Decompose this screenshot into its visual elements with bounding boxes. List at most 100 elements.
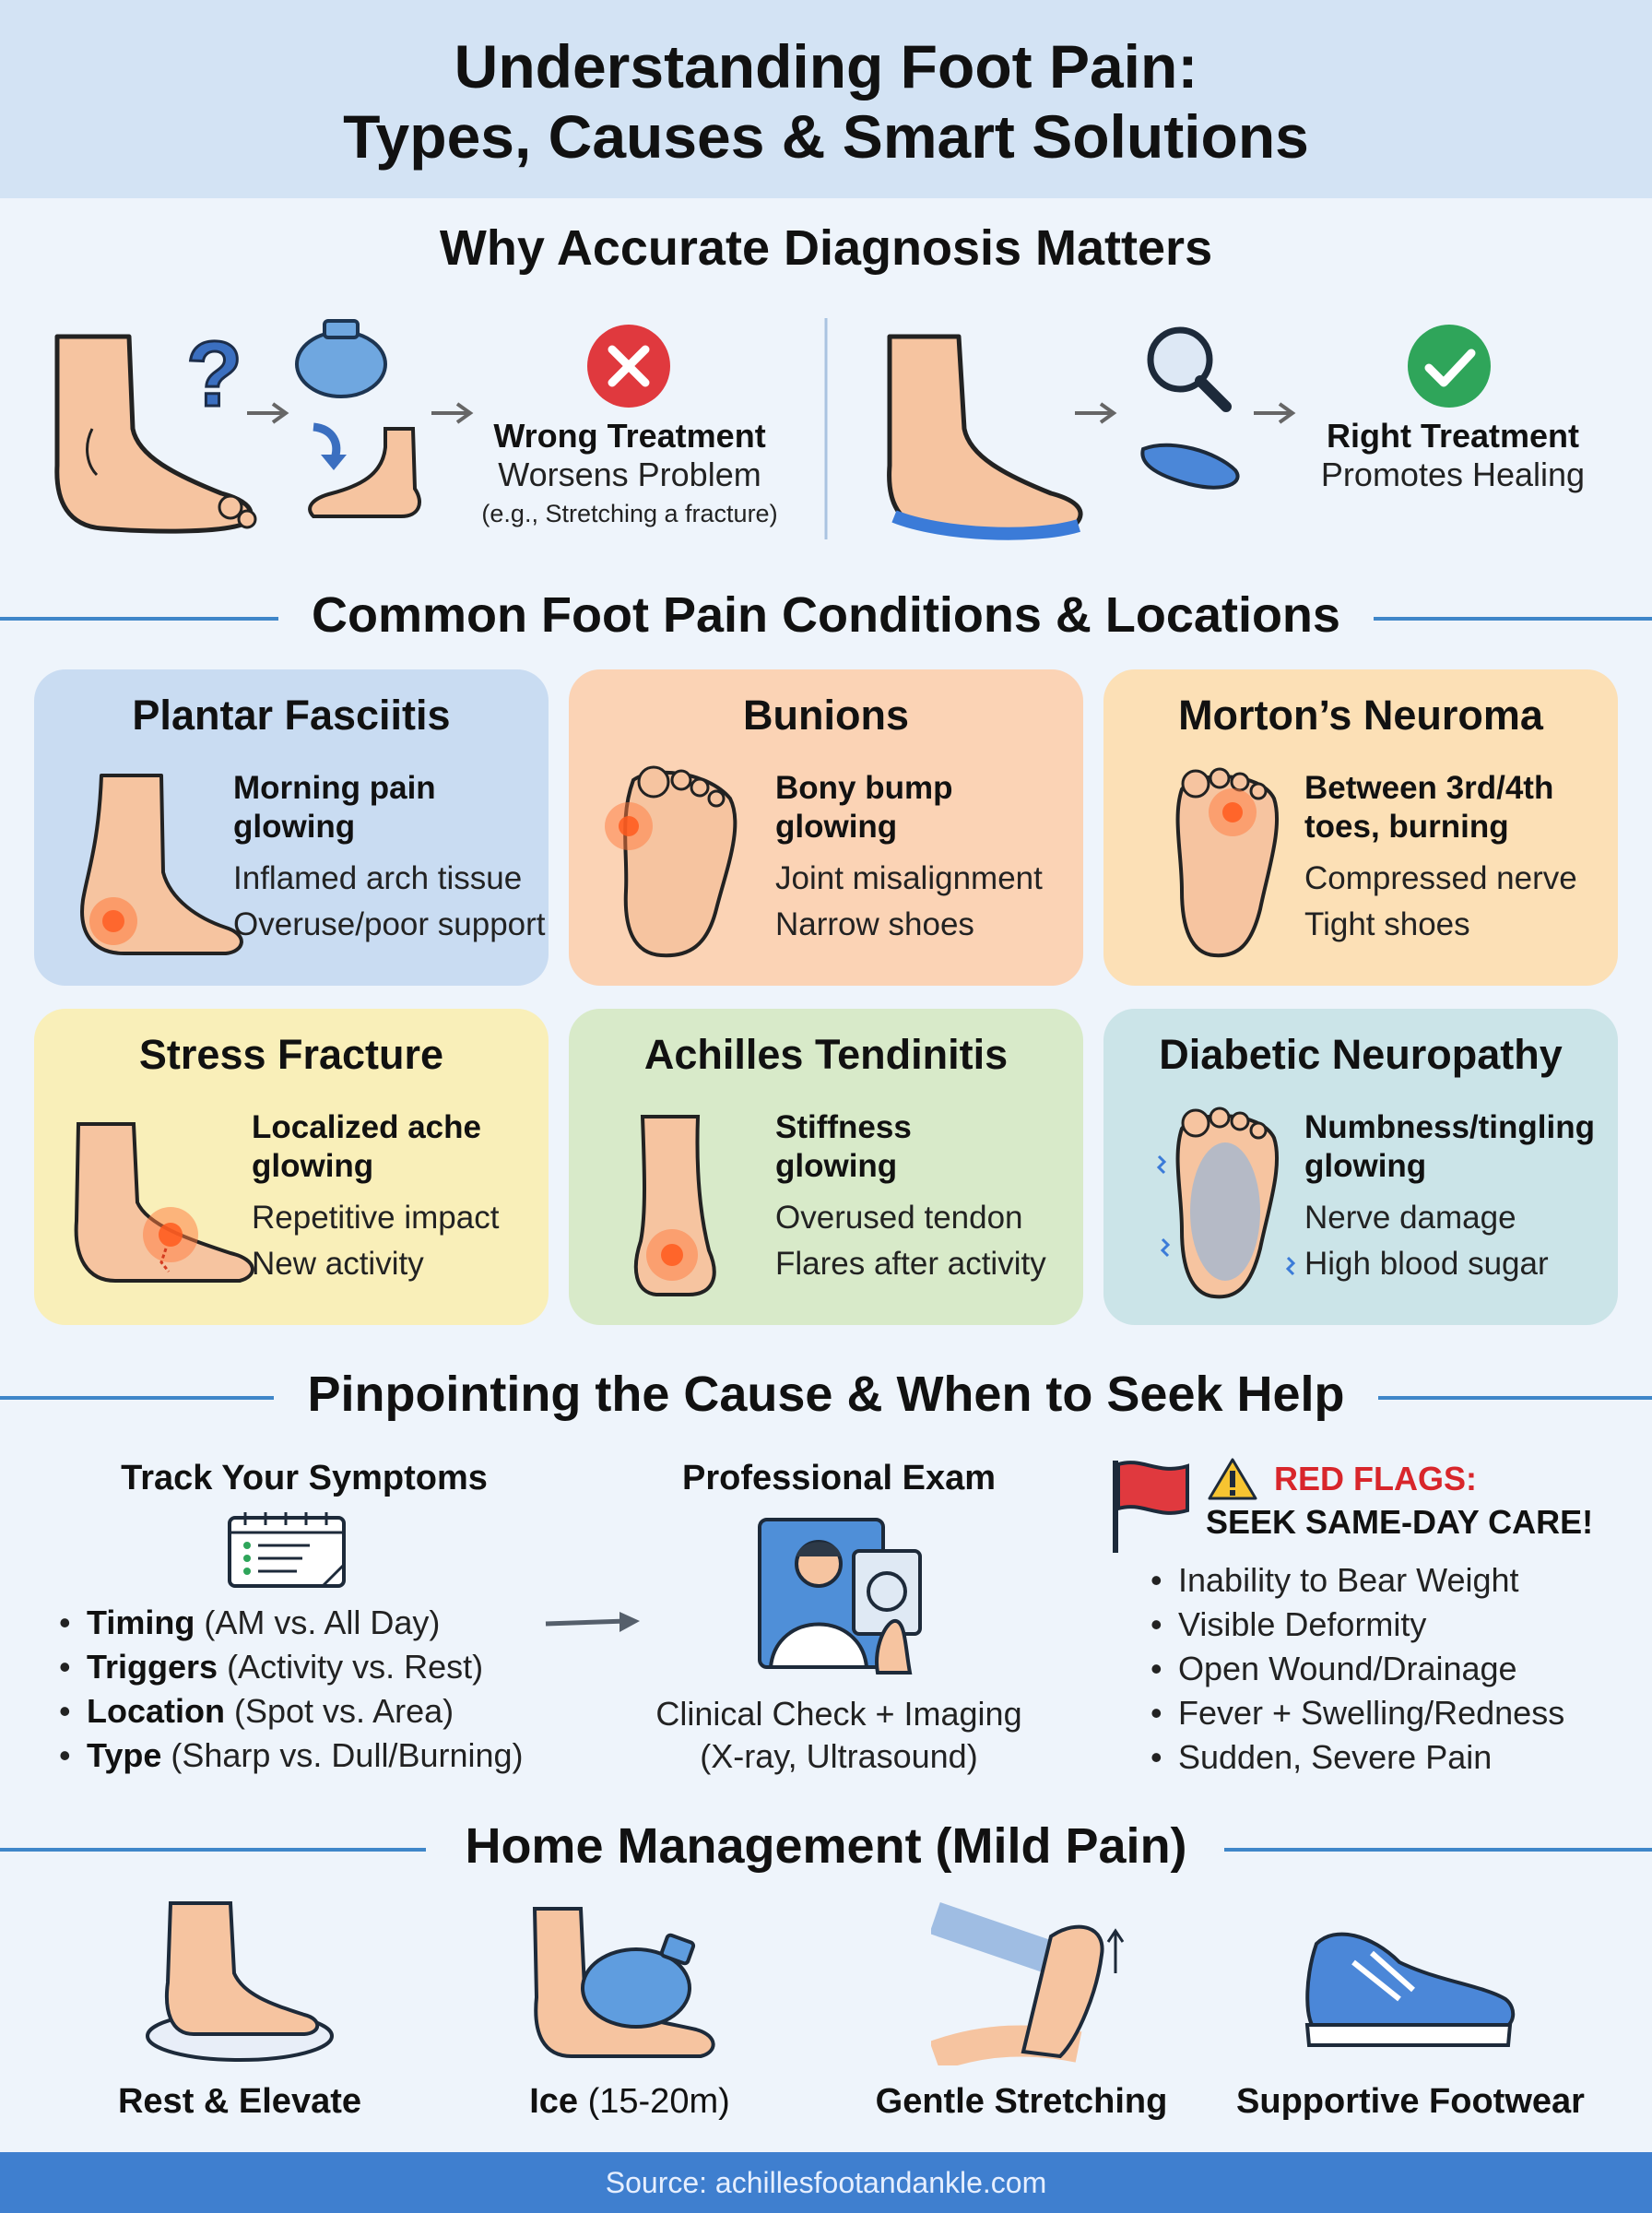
condition-title: Diabetic Neuropathy	[1159, 1031, 1563, 1078]
home-item-label: Gentle Stretching	[875, 2082, 1168, 2121]
home-item-footwear: Supportive Footwear	[1217, 2082, 1604, 2122]
page-title-line2: Types, Causes & Smart Solutions	[343, 102, 1309, 171]
page-title-line1: Understanding Foot Pain:	[454, 32, 1198, 101]
list-item: Open Wound/Drainage	[1147, 1647, 1626, 1691]
home-item-rest: Rest & Elevate	[46, 2082, 433, 2122]
home-item-note: (15-20m)	[578, 2082, 730, 2121]
exam-line1: Clinical Check + Imaging	[655, 1695, 1022, 1733]
rest-elevate-icon	[146, 1901, 334, 2062]
condition-details: Inflamed arch tissue Overuse/poor suppor…	[233, 856, 546, 948]
ice-foot-icon	[532, 1907, 715, 2058]
list-item: Sudden, Severe Pain	[1147, 1735, 1626, 1780]
condition-details: Repetitive impact New activity	[252, 1195, 499, 1287]
list-item: Fever + Swelling/Redness	[1147, 1691, 1626, 1735]
list-item-text: (Sharp vs. Dull/Burning)	[161, 1736, 524, 1774]
magnifier-icon	[1147, 326, 1232, 412]
divider-line	[1224, 1848, 1652, 1852]
condition-card-diabetic-neuropathy: Diabetic Neuropathy Numbness/tingling gl…	[1103, 1009, 1618, 1325]
header-banner: Understanding Foot Pain: Types, Causes &…	[0, 0, 1652, 198]
detail-line1: Overused tendon	[775, 1200, 1023, 1236]
red-flags-list: Inability to Bear Weight Visible Deformi…	[1147, 1558, 1626, 1780]
warning-icon	[1208, 1458, 1257, 1500]
condition-details: Compressed nerve Tight shoes	[1304, 856, 1577, 948]
list-item-bold: Location	[87, 1692, 225, 1730]
track-symptoms-list: Timing (AM vs. All Day) Triggers (Activi…	[55, 1601, 572, 1778]
detail-line1: Inflamed arch tissue	[233, 860, 523, 896]
wrong-treatment-block: Wrong Treatment Worsens Problem (e.g., S…	[441, 417, 819, 528]
neuropathy-foot-icon	[1156, 1106, 1296, 1299]
condition-card-plantar-fasciitis: Plantar Fasciitis Morning pain glowing I…	[34, 669, 549, 986]
wrong-treatment-title: Wrong Treatment	[493, 417, 766, 455]
insole-icon	[1140, 443, 1240, 490]
neuroma-foot-icon	[1175, 767, 1279, 958]
exam-line2: (X-ray, Ultrasound)	[700, 1737, 978, 1775]
key-line2: glowing	[252, 1148, 374, 1184]
conditions-title-text: Common Foot Pain Conditions & Locations	[278, 587, 1374, 643]
condition-card-stress-fracture: Stress Fracture Localized ache glowing R…	[34, 1009, 549, 1325]
key-line1: Between 3rd/4th	[1304, 770, 1554, 806]
detail-line2: Flares after activity	[775, 1246, 1046, 1282]
key-line1: Morning pain	[233, 770, 436, 806]
diagnosis-title-text: Why Accurate Diagnosis Matters	[439, 220, 1213, 276]
key-line1: Bony bump	[775, 770, 953, 806]
detail-line2: New activity	[252, 1246, 424, 1282]
diagnosis-illustration: ?	[54, 318, 1491, 540]
condition-key-symptom: Bony bump glowing	[775, 769, 952, 846]
condition-card-mortons-neuroma: Morton’s Neuroma Between 3rd/4th toes, b…	[1103, 669, 1618, 986]
condition-key-symptom: Localized ache glowing	[252, 1108, 481, 1186]
condition-title: Achilles Tendinitis	[643, 1031, 1009, 1078]
wrong-treatment-example: (e.g., Stretching a fracture)	[481, 500, 778, 527]
right-treatment-block: Right Treatment Promotes Healing	[1268, 417, 1637, 494]
home-item-stretching: Gentle Stretching	[828, 2082, 1215, 2122]
key-line1: Stiffness	[775, 1109, 912, 1145]
fracture-foot-icon	[74, 1122, 254, 1283]
conditions-section-title: Common Foot Pain Conditions & Locations	[0, 586, 1652, 644]
injured-foot-icon	[308, 427, 421, 518]
key-line2: glowing	[1304, 1148, 1427, 1184]
list-item-bold: Triggers	[87, 1648, 218, 1686]
condition-key-symptom: Numbness/tingling glowing	[1304, 1108, 1595, 1186]
professional-exam-heading: Professional Exam	[681, 1459, 997, 1497]
red-flags-title: RED FLAGS:	[1274, 1460, 1477, 1498]
divider-line	[0, 617, 286, 621]
ice-pack-icon	[295, 319, 387, 398]
detail-line1: Compressed nerve	[1304, 860, 1577, 896]
condition-details: Overused tendon Flares after activity	[775, 1195, 1046, 1287]
list-item: Visible Deformity	[1147, 1603, 1626, 1647]
foot-with-insole-icon	[887, 334, 1083, 540]
list-item-bold: Timing	[87, 1604, 195, 1641]
diagnosis-section-title: Why Accurate Diagnosis Matters	[0, 219, 1652, 277]
key-line2: glowing	[775, 809, 898, 845]
list-item: Inability to Bear Weight	[1147, 1558, 1626, 1603]
detail-line1: Nerve damage	[1304, 1200, 1516, 1236]
bunion-foot-icon	[605, 765, 738, 958]
condition-title: Morton’s Neuroma	[1178, 692, 1543, 739]
arrow-right-icon	[545, 1612, 640, 1632]
list-item: Type (Sharp vs. Dull/Burning)	[55, 1734, 572, 1778]
condition-details: Nerve damage High blood sugar	[1304, 1195, 1549, 1287]
divider-line	[1375, 1396, 1652, 1400]
home-item-ice: Ice (15-20m)	[436, 2082, 823, 2122]
condition-details: Joint misalignment Narrow shoes	[775, 856, 1043, 948]
doctor-icon	[758, 1518, 922, 1675]
list-item-text: (Activity vs. Rest)	[218, 1648, 484, 1686]
pinpoint-section-title: Pinpointing the Cause & When to Seek Hel…	[0, 1366, 1652, 1423]
key-line1: Numbness/tingling	[1304, 1109, 1595, 1145]
detail-line2: Overuse/poor support	[233, 906, 546, 942]
condition-card-bunions: Bunions Bony bump glowing Joint misalign…	[569, 669, 1083, 986]
pinpoint-title-text: Pinpointing the Cause & When to Seek Hel…	[274, 1367, 1378, 1422]
list-item-text: (Spot vs. Area)	[225, 1692, 454, 1730]
achilles-foot-icon	[633, 1115, 716, 1296]
sneaker-icon	[1304, 1932, 1516, 2047]
stretching-icon	[931, 1901, 1125, 2065]
source-footer: Source: achillesfootandankle.com	[0, 2152, 1652, 2213]
question-mark-icon: ?	[186, 323, 242, 426]
list-item: Triggers (Activity vs. Rest)	[55, 1645, 572, 1689]
key-line2: glowing	[775, 1148, 898, 1184]
divider-line	[1366, 617, 1652, 621]
exam-description: Clinical Check + Imaging (X-ray, Ultraso…	[627, 1693, 1051, 1778]
right-treatment-title: Right Treatment	[1326, 417, 1580, 455]
condition-card-achilles-tendinitis: Achilles Tendinitis Stiffness glowing Ov…	[569, 1009, 1083, 1325]
home-title-text: Home Management (Mild Pain)	[431, 1818, 1221, 1874]
check-circle-icon	[1408, 325, 1491, 408]
